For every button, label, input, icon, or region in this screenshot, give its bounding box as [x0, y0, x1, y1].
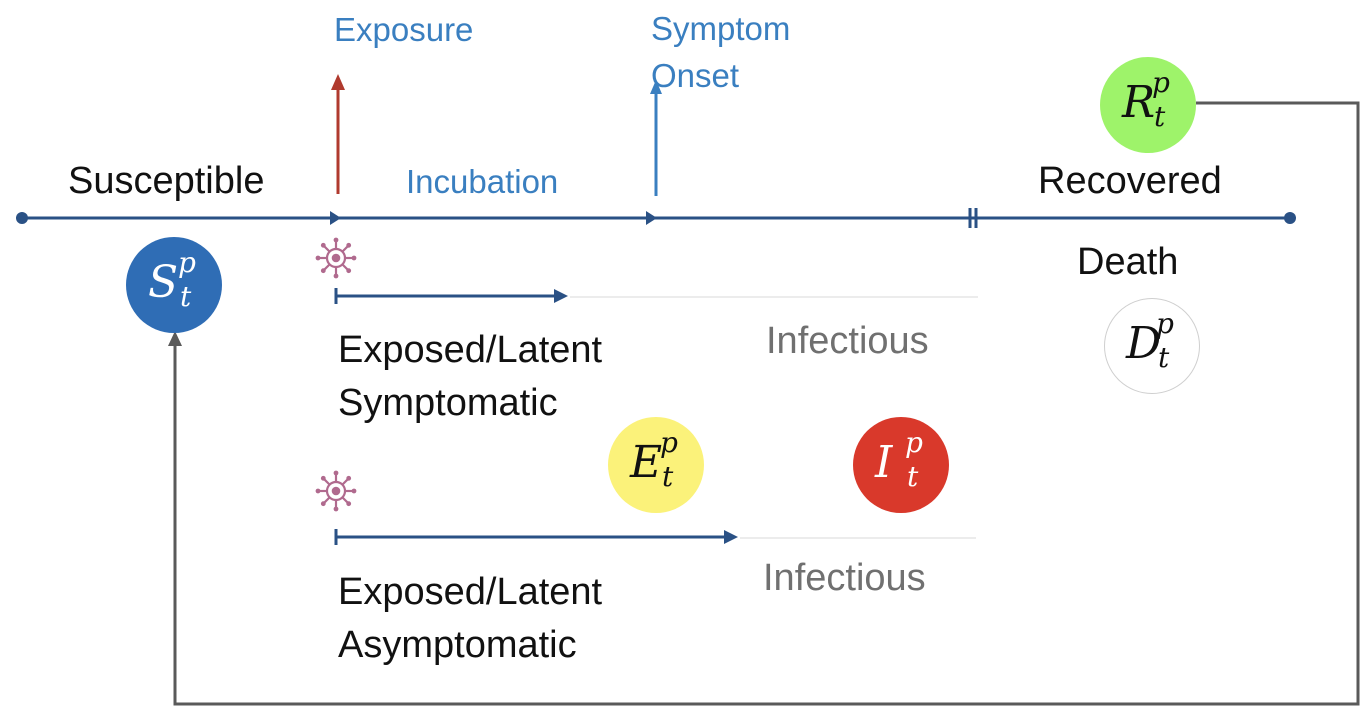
timeline-end-dot [1284, 212, 1296, 224]
exposed-symbol: E [630, 437, 663, 488]
timeline-start-dot [16, 212, 28, 224]
susceptible-superscript: p [178, 246, 196, 279]
recovered-label: Recovered [1038, 160, 1222, 202]
virus-icon [315, 237, 357, 279]
death-superscript: p [1156, 307, 1174, 340]
feedback-loop-line [173, 101, 1360, 706]
susceptible-subscript: t [180, 280, 192, 313]
latent-asymptomatic-label: Exposed/Latent Asymptomatic [338, 571, 603, 667]
recovered-symbol: R [1122, 77, 1156, 128]
feedback-loop-arrowhead [168, 331, 182, 346]
infectious-asymptomatic-label: Infectious [763, 557, 926, 599]
susceptible-label: Susceptible [68, 160, 265, 202]
recovered-subscript: t [1154, 100, 1166, 133]
death-symbol: D [1126, 318, 1162, 369]
infectious-superscript: p [905, 426, 923, 459]
symptom-onset-label: Symptom Onset [651, 10, 791, 94]
latent-symptomatic-arrowhead [554, 289, 568, 303]
infectious-subscript: t [907, 460, 919, 493]
death-subscript: t [1158, 341, 1170, 374]
onset-arrowhead [650, 80, 662, 94]
susceptible-symbol: S [148, 257, 179, 308]
exposed-superscript: p [660, 426, 678, 459]
exposed-subscript: t [662, 460, 674, 493]
latent-symptomatic-label: Exposed/Latent Symptomatic [338, 329, 603, 425]
exposure-label: Exposure [334, 11, 474, 48]
infectious-symptomatic-label: Infectious [766, 320, 929, 362]
exposure-tick [330, 211, 341, 225]
death-label: Death [1077, 241, 1179, 283]
onset-tick [646, 211, 657, 225]
virus-icon [315, 470, 357, 512]
incubation-label: Incubation [406, 163, 559, 200]
infectious-symbol: I [875, 437, 893, 488]
recovered-superscript: p [1152, 66, 1170, 99]
latent-asymptomatic-arrowhead [724, 530, 738, 544]
exposure-arrowhead [331, 74, 345, 90]
